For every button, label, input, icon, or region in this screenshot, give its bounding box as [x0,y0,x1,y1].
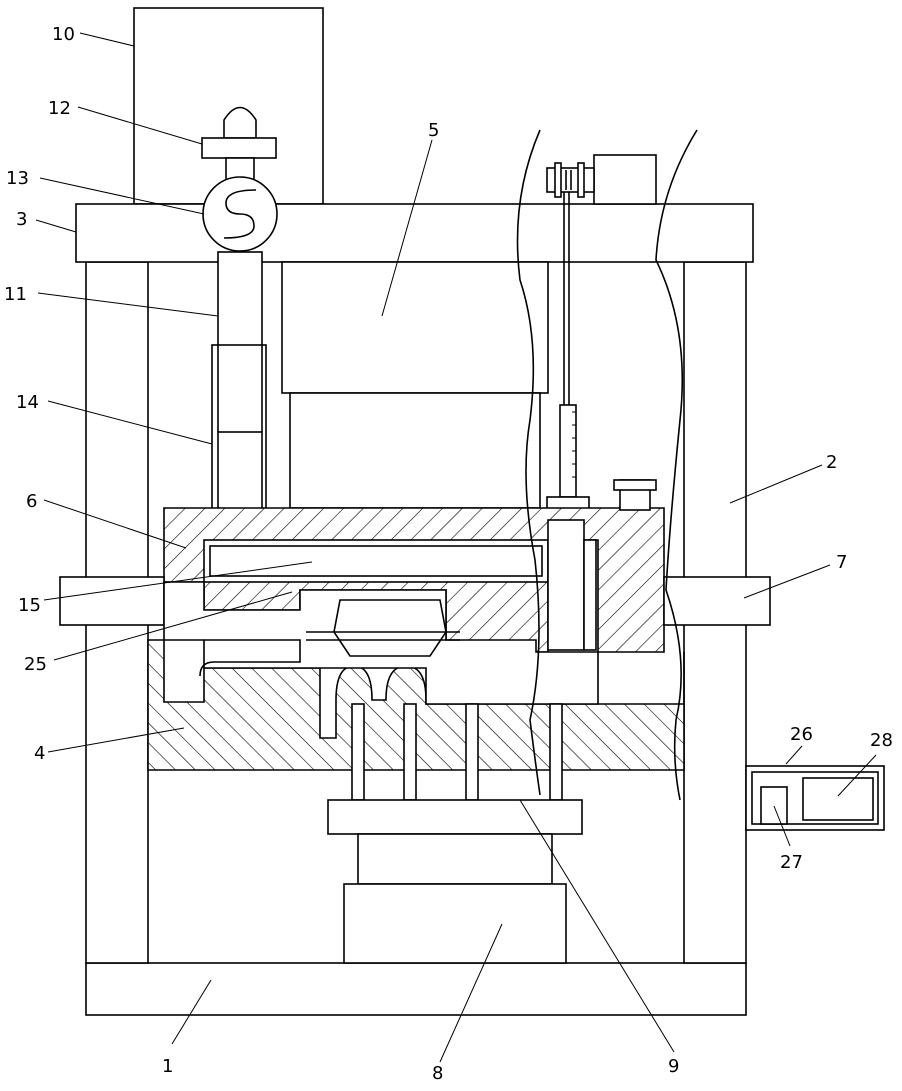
winch-flange-left [555,163,561,197]
upper-block-stem [290,393,540,508]
label-12: 12 [48,98,71,119]
right-ear [664,577,770,625]
ejector-pin [404,704,416,800]
ejector-plate [328,800,582,834]
label-13: 13 [6,168,29,189]
label-28: 28 [870,730,893,751]
switch-27 [761,787,787,824]
press-rod [358,834,552,884]
label-26: 26 [790,724,813,745]
valve-flange [202,138,276,158]
winch-flange-right [578,163,584,197]
label-11: 11 [4,284,27,305]
label-5: 5 [428,120,439,141]
label-9: 9 [668,1056,679,1077]
label-25: 25 [24,654,47,675]
label-8: 8 [432,1063,443,1084]
heater-plate [584,540,596,650]
label-14: 14 [16,392,39,413]
label-27: 27 [780,852,803,873]
label-10: 10 [52,24,75,45]
ejector-pin [352,704,364,800]
label-4: 4 [34,743,45,764]
label-7: 7 [836,552,847,573]
label-15: 15 [18,595,41,616]
label-3: 3 [16,209,27,230]
ejector-pin [466,704,478,800]
motor-box [594,155,656,204]
press-cylinder [344,884,566,963]
label-6: 6 [26,491,37,512]
heater-block [548,520,584,650]
runner-inner [210,546,542,576]
display-28 [803,778,873,820]
product-part [334,600,446,656]
top-beam [76,204,753,262]
upper-block [282,262,548,393]
label-2: 2 [826,452,837,473]
nozzle-flange [614,480,656,490]
ejector-pin [550,704,562,800]
left-ear [60,577,164,625]
label-1: 1 [162,1056,173,1077]
